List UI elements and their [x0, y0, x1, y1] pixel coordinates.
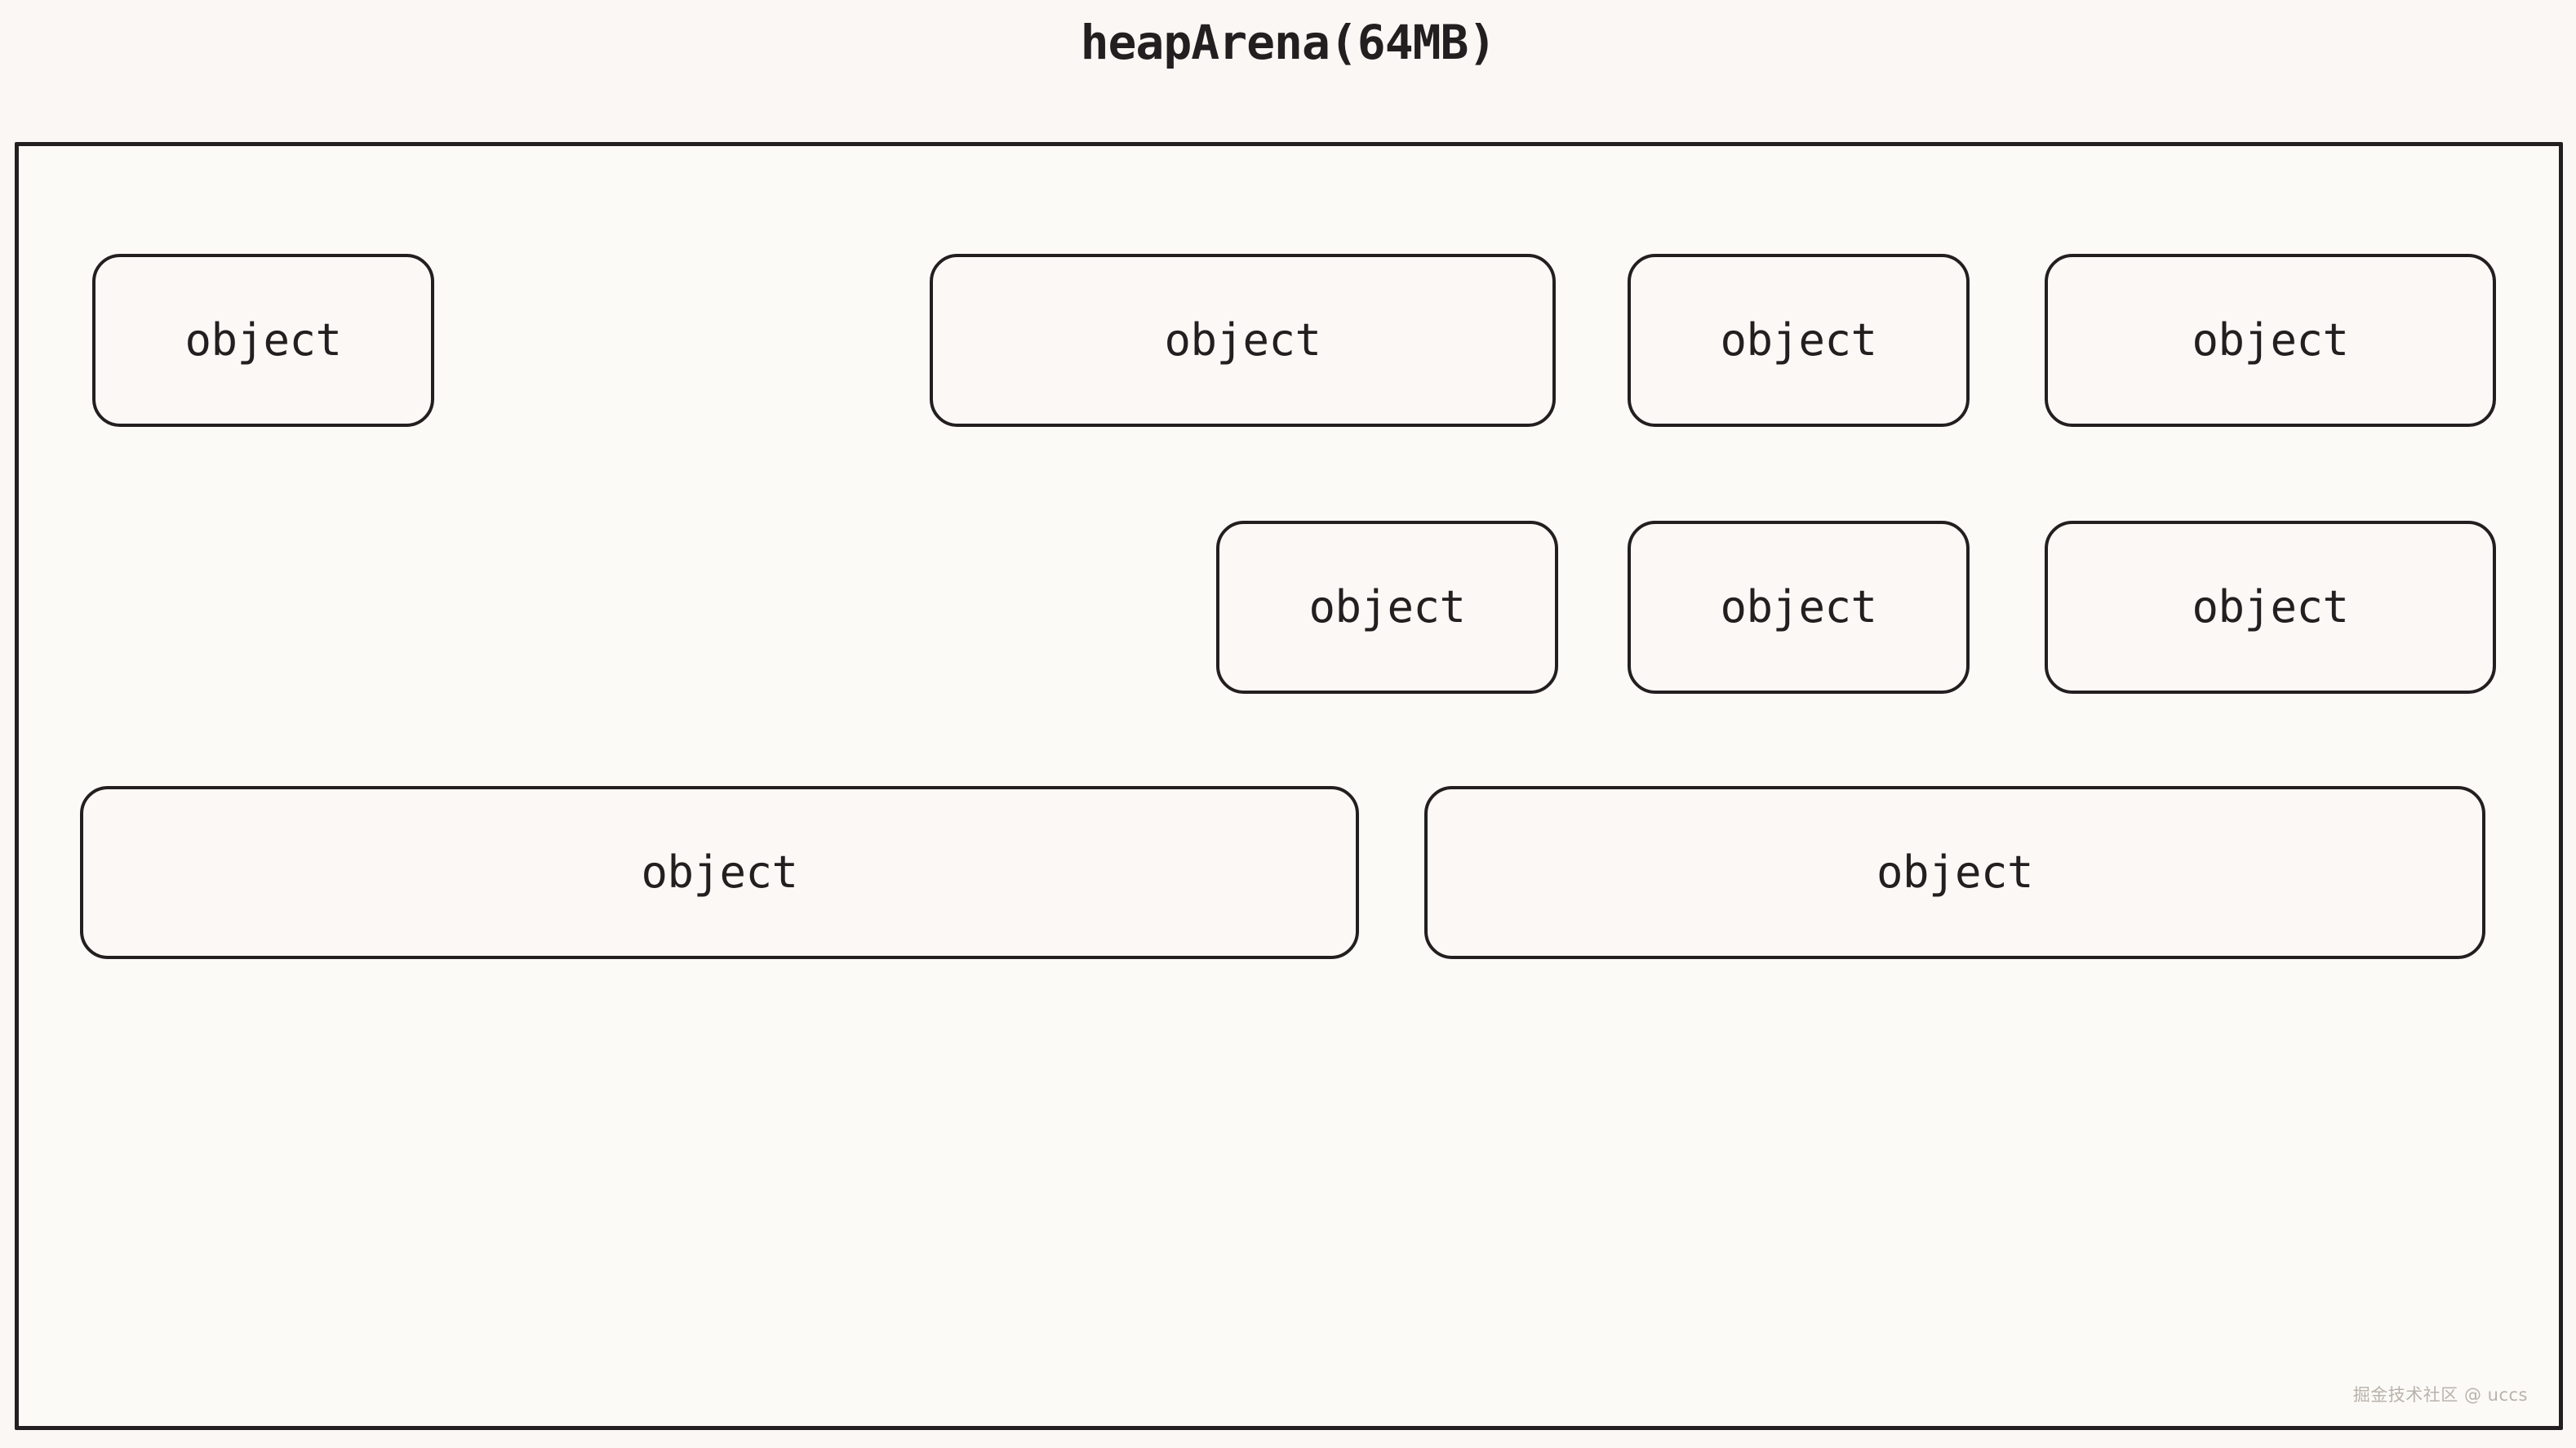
object-box-label: object [1164, 314, 1321, 366]
object-box-label: object [1876, 846, 2034, 898]
object-box[interactable]: object [1216, 521, 1558, 694]
object-box-label: object [1720, 314, 1877, 366]
object-box-label: object [184, 314, 342, 366]
object-box[interactable]: object [2045, 521, 2496, 694]
object-box[interactable]: object [1628, 521, 1970, 694]
object-box[interactable]: object [1424, 786, 2485, 959]
heap-arena-container: object object object object object object obje… [15, 142, 2563, 1430]
object-box[interactable]: object [80, 786, 1359, 959]
object-box-label: object [1308, 581, 1466, 633]
watermark-label: 掘金技术社区 @ uccs [2352, 1385, 2528, 1405]
object-box-label: object [641, 846, 798, 898]
object-box-label: object [2192, 581, 2349, 633]
object-box[interactable]: object [92, 254, 434, 427]
object-box-label: object [2192, 314, 2349, 366]
object-box[interactable]: object [1628, 254, 1970, 427]
object-box-label: object [1720, 581, 1877, 633]
diagram-title: heapArena(64MB) [1080, 15, 1497, 70]
object-box[interactable]: object [930, 254, 1556, 427]
object-box[interactable]: object [2045, 254, 2496, 427]
